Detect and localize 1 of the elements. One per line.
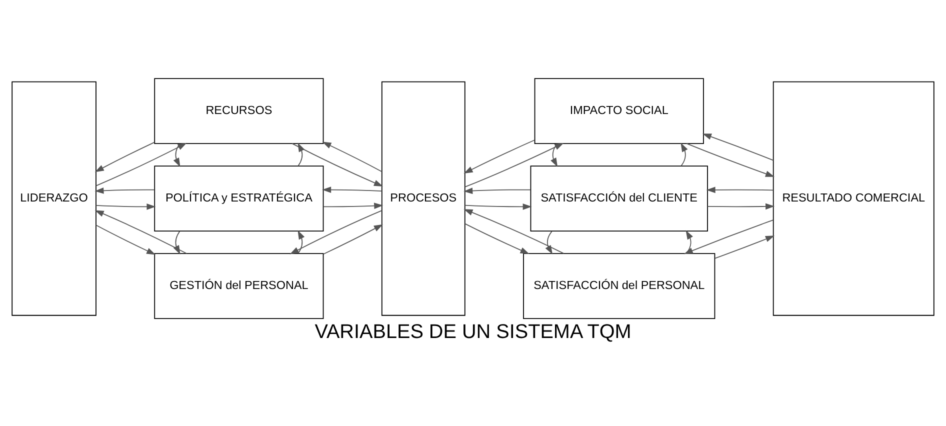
diagram-title: VARIABLES DE UN SISTEMA TQM [314, 321, 632, 344]
